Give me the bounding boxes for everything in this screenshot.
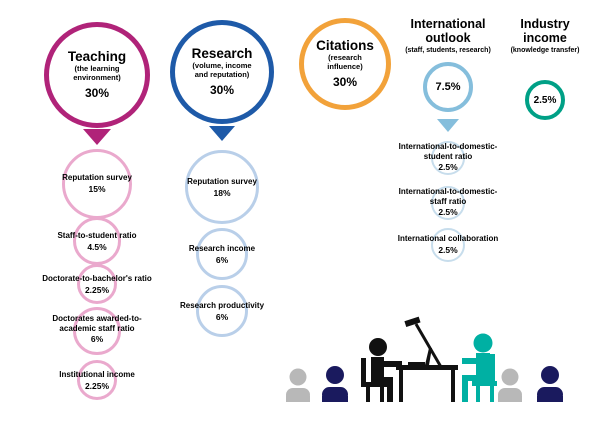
international-outlook-circle: 7.5% — [423, 62, 473, 112]
people-illustration — [286, 316, 563, 402]
pillar-weight: 7.5% — [435, 81, 461, 93]
item-label: Staff-to-student ratio — [57, 231, 137, 240]
pillar-weight: 30% — [84, 85, 110, 100]
international-item-student-ratio: International-to-domestic-student ratio … — [393, 142, 503, 172]
pillar-title: Citations — [316, 38, 374, 54]
person-seated-teal-icon — [462, 333, 497, 402]
item-weight: 2.5% — [438, 162, 458, 173]
item-weight: 2.25% — [84, 380, 110, 391]
pillar-weight: 30% — [332, 74, 358, 89]
item-label: Research income — [188, 244, 256, 253]
international-subcircle — [431, 141, 465, 175]
international-outlook-subtitle: (staff, students, research) — [405, 47, 491, 54]
item-label: Doctorate-to-bachelor's ratio — [42, 274, 152, 283]
item-weight: 4.5% — [87, 241, 107, 252]
teaching-item-institutional-income: Institutional income 2.25% — [47, 370, 147, 391]
teaching-pillar-circle: Teaching (the learning environment) 30% — [44, 22, 150, 128]
teaching-item-reputation: Reputation survey 15% — [47, 173, 147, 194]
pillar-subtitle: (volume, income and reputation) — [192, 61, 252, 79]
research-subcircle — [196, 228, 248, 280]
international-outlook-title: International outlook — [410, 17, 486, 45]
research-item-productivity: Research productivity 6% — [167, 301, 277, 322]
pillar-weight: 30% — [209, 82, 235, 97]
industry-income-subtitle: (knowledge transfer) — [510, 47, 580, 54]
pillar-weight: 2.5% — [533, 94, 557, 106]
item-label: Reputation survey — [187, 177, 257, 186]
teaching-subcircle — [73, 307, 121, 355]
research-arrow-icon — [209, 126, 235, 141]
item-weight: 2.5% — [438, 244, 458, 255]
teaching-item-doctorate-bachelor: Doctorate-to-bachelor's ratio 2.25% — [32, 274, 162, 295]
research-subcircle — [196, 285, 248, 337]
person-navy-icon — [537, 366, 563, 402]
international-item-collaboration: International collaboration 2.5% — [388, 234, 508, 255]
international-subcircle — [431, 186, 465, 220]
laptop-icon — [408, 348, 432, 365]
international-arrow-icon — [437, 119, 459, 132]
industry-income-circle: 2.5% — [525, 80, 565, 120]
item-label: Research productivity — [179, 301, 265, 310]
teaching-subcircle — [73, 217, 121, 265]
industry-income-title: Industry income — [520, 17, 570, 45]
research-item-reputation: Reputation survey 18% — [172, 177, 272, 198]
item-weight: 18% — [213, 187, 231, 198]
item-weight: 2.25% — [84, 284, 110, 295]
teaching-subcircle — [77, 360, 117, 400]
item-weight: 6% — [215, 254, 229, 265]
item-label: International collaboration — [397, 234, 499, 243]
person-gray-icon — [286, 368, 310, 402]
teaching-arrow-icon — [83, 129, 111, 145]
item-label: International-to-domestic-staff ratio — [398, 187, 498, 206]
person-seated-desk-icon — [361, 338, 402, 402]
teaching-item-doctorates-awarded: Doctorates awarded-to-academic staff rat… — [44, 314, 150, 344]
teaching-subcircle — [77, 264, 117, 304]
pillar-subtitle: (research influence) — [327, 53, 363, 71]
teaching-item-staff-student: Staff-to-student ratio 4.5% — [42, 231, 152, 252]
international-item-staff-ratio: International-to-domestic-staff ratio 2.… — [393, 187, 503, 217]
citations-pillar-circle: Citations (research influence) 30% — [299, 18, 391, 110]
person-navy-icon — [322, 366, 348, 402]
item-label: Doctorates awarded-to-academic staff rat… — [52, 314, 142, 333]
item-weight: 6% — [215, 311, 229, 322]
desk-icon — [396, 365, 458, 402]
item-label: Institutional income — [59, 370, 135, 379]
desk-lamp-icon — [404, 316, 443, 368]
item-weight: 6% — [90, 334, 104, 345]
person-gray-icon — [498, 368, 522, 402]
research-item-income: Research income 6% — [167, 244, 277, 265]
international-subcircle — [431, 228, 465, 262]
item-label: Reputation survey — [62, 173, 132, 182]
item-weight: 2.5% — [438, 207, 458, 218]
pillar-subtitle: (the learning environment) — [73, 64, 121, 82]
pillar-title: Teaching — [67, 49, 127, 65]
research-subcircle — [185, 150, 259, 224]
item-label: International-to-domestic-student ratio — [398, 142, 498, 161]
pillar-title: Research — [191, 46, 253, 62]
research-pillar-circle: Research (volume, income and reputation)… — [170, 20, 274, 124]
item-weight: 15% — [88, 183, 106, 194]
